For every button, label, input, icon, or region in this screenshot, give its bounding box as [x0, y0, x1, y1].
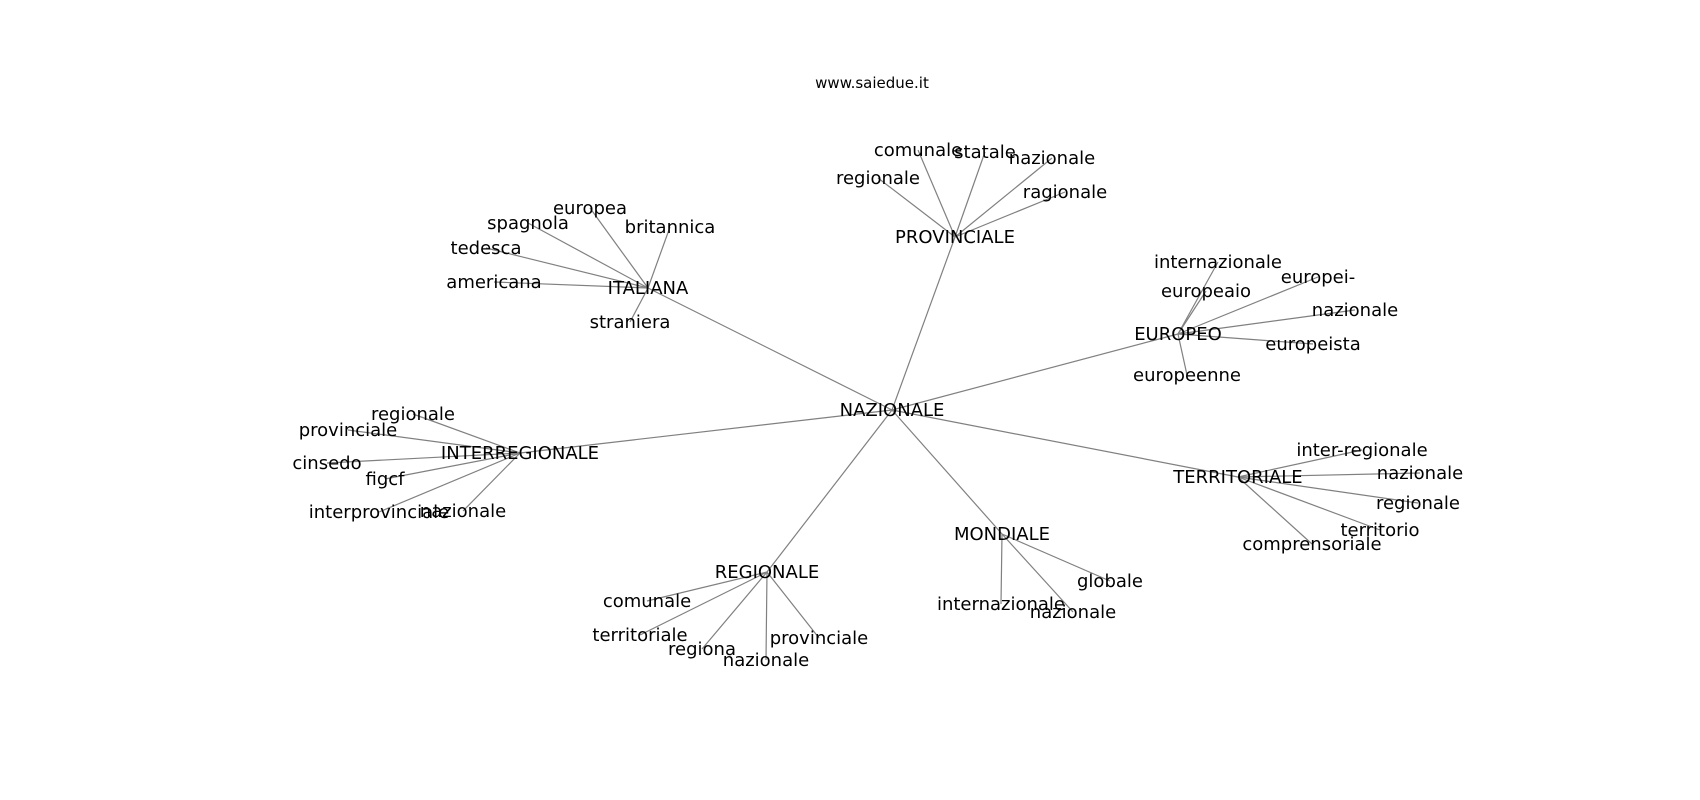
cluster-node-mondiale: MONDIALE	[954, 524, 1050, 545]
edge-europeo-europeista	[1177, 333, 1314, 345]
edge-italiana-straniera	[629, 287, 649, 323]
leaf-node-regionale-provinciale: provinciale	[770, 628, 869, 649]
leaf-node-interregionale-provinciale: provinciale	[299, 420, 398, 441]
leaf-node-regionale-regiona: regiona	[668, 639, 736, 660]
leaf-node-europeo-internazionale: internazionale	[1154, 252, 1282, 273]
edge-italiana-britannica	[647, 226, 671, 289]
leaf-node-italiana-britannica: britannica	[625, 217, 716, 238]
edge-italiana-spagnola	[527, 222, 649, 289]
leaf-node-territoriale-regionale: regionale	[1376, 493, 1460, 514]
leaf-node-mondiale-nazionale: nazionale	[1030, 602, 1116, 623]
leaf-node-europeo-europeaio: europeaio	[1161, 281, 1251, 302]
edge-territoriale-nazionale	[1237, 472, 1421, 478]
cluster-node-interregionale: INTERREGIONALE	[441, 443, 599, 464]
edge-regionale-comunale	[646, 571, 768, 602]
edge-center-europeo	[891, 333, 1179, 411]
edge-provinciale-nazionale	[954, 157, 1053, 238]
site-title: www.saiedue.it	[815, 74, 929, 92]
edge-interregionale-figcf	[384, 452, 521, 480]
edge-center-provinciale	[891, 236, 956, 411]
edge-center-mondiale	[891, 409, 1003, 535]
leaf-node-provinciale-comunale: comunale	[874, 140, 962, 161]
leaf-node-interregionale-regionale: regionale	[371, 404, 455, 425]
leaf-node-territoriale-nazionale: nazionale	[1377, 463, 1463, 484]
leaf-node-italiana-europea: europea	[553, 198, 627, 219]
cluster-node-italiana: ITALIANA	[608, 278, 689, 299]
leaf-node-territoriale-territorio: territorio	[1340, 520, 1419, 541]
leaf-node-provinciale-regionale: regionale	[836, 168, 920, 189]
leaf-node-europeo-europeista: europeista	[1265, 334, 1360, 355]
leaf-node-italiana-straniera: straniera	[590, 312, 671, 333]
edge-provinciale-ragionale	[954, 191, 1066, 238]
edge-interregionale-cinsedo	[326, 452, 521, 464]
leaf-node-europeo-nazionale: nazionale	[1312, 300, 1398, 321]
edge-italiana-americana	[493, 281, 649, 289]
edge-europeo-internazionale	[1177, 261, 1219, 335]
graph-labels: NAZIONALEPROVINCIALEregionalecomunalesta…	[292, 140, 1463, 671]
edge-italiana-tedesca	[485, 247, 649, 289]
leaf-node-italiana-americana: americana	[446, 272, 541, 293]
leaf-node-europeo-europeenne: europeenne	[1133, 365, 1241, 386]
graph-edges	[326, 149, 1421, 661]
leaf-node-europeo-europei: europei-	[1281, 267, 1356, 288]
leaf-node-mondiale-globale: globale	[1077, 571, 1143, 592]
edge-regionale-nazionale	[765, 571, 768, 661]
edge-provinciale-comunale	[917, 149, 956, 238]
edge-interregionale-interprovinciale	[378, 452, 521, 513]
leaf-node-regionale-nazionale: nazionale	[723, 650, 809, 671]
leaf-node-interregionale-nazionale: nazionale	[420, 501, 506, 522]
edge-center-regionale	[766, 409, 893, 573]
leaf-node-territoriale-comprensoriale: comprensoriale	[1242, 534, 1381, 555]
edge-territoriale-inter-regionale	[1237, 449, 1363, 478]
edge-territoriale-comprensoriale	[1237, 476, 1313, 545]
edge-mondiale-globale	[1001, 533, 1111, 582]
edge-interregionale-provinciale	[347, 429, 521, 454]
leaf-node-interregionale-interprovinciale: interprovinciale	[309, 502, 449, 523]
edge-europeo-europei	[1177, 276, 1319, 335]
cluster-node-territoriale: TERRITORIALE	[1172, 467, 1302, 488]
edge-europeo-europeenne	[1177, 333, 1188, 376]
edge-center-interregionale	[519, 409, 893, 454]
edge-interregionale-nazionale	[462, 452, 521, 512]
center-node-label: NAZIONALE	[840, 400, 945, 421]
edge-center-territoriale	[891, 409, 1239, 478]
leaf-node-interregionale-figcf: figcf	[366, 469, 406, 490]
leaf-node-provinciale-ragionale: ragionale	[1023, 182, 1107, 203]
edge-mondiale-nazionale	[1001, 533, 1074, 613]
leaf-node-territoriale-inter-regionale: inter-regionale	[1296, 440, 1427, 461]
edge-europeo-europeaio	[1177, 290, 1207, 335]
edge-center-italiana	[647, 287, 893, 411]
leaf-node-provinciale-nazionale: nazionale	[1009, 148, 1095, 169]
cluster-node-regionale: REGIONALE	[715, 562, 819, 583]
cluster-node-europeo: EUROPEO	[1134, 324, 1222, 345]
leaf-node-regionale-comunale: comunale	[603, 591, 691, 612]
edge-regionale-territoriale	[639, 571, 768, 636]
leaf-node-interregionale-cinsedo: cinsedo	[292, 453, 361, 474]
leaf-node-italiana-spagnola: spagnola	[487, 213, 569, 234]
edge-regionale-regiona	[701, 571, 768, 650]
edge-territoriale-territorio	[1237, 476, 1381, 531]
leaf-node-regionale-territoriale: territoriale	[592, 625, 687, 646]
edge-territoriale-regionale	[1237, 476, 1419, 504]
leaf-node-italiana-tedesca: tedesca	[451, 238, 522, 259]
edge-provinciale-regionale	[877, 177, 956, 238]
cluster-node-provinciale: PROVINCIALE	[895, 227, 1015, 248]
leaf-node-provinciale-statale: statale	[954, 142, 1016, 163]
edge-interregionale-regionale	[412, 413, 521, 454]
leaf-node-mondiale-internazionale: internazionale	[937, 594, 1065, 615]
edge-italiana-europea	[589, 207, 649, 289]
edge-regionale-provinciale	[766, 571, 820, 639]
edge-provinciale-statale	[954, 151, 986, 238]
edge-europeo-nazionale	[1177, 309, 1356, 335]
edge-mondiale-internazionale	[1000, 533, 1003, 605]
